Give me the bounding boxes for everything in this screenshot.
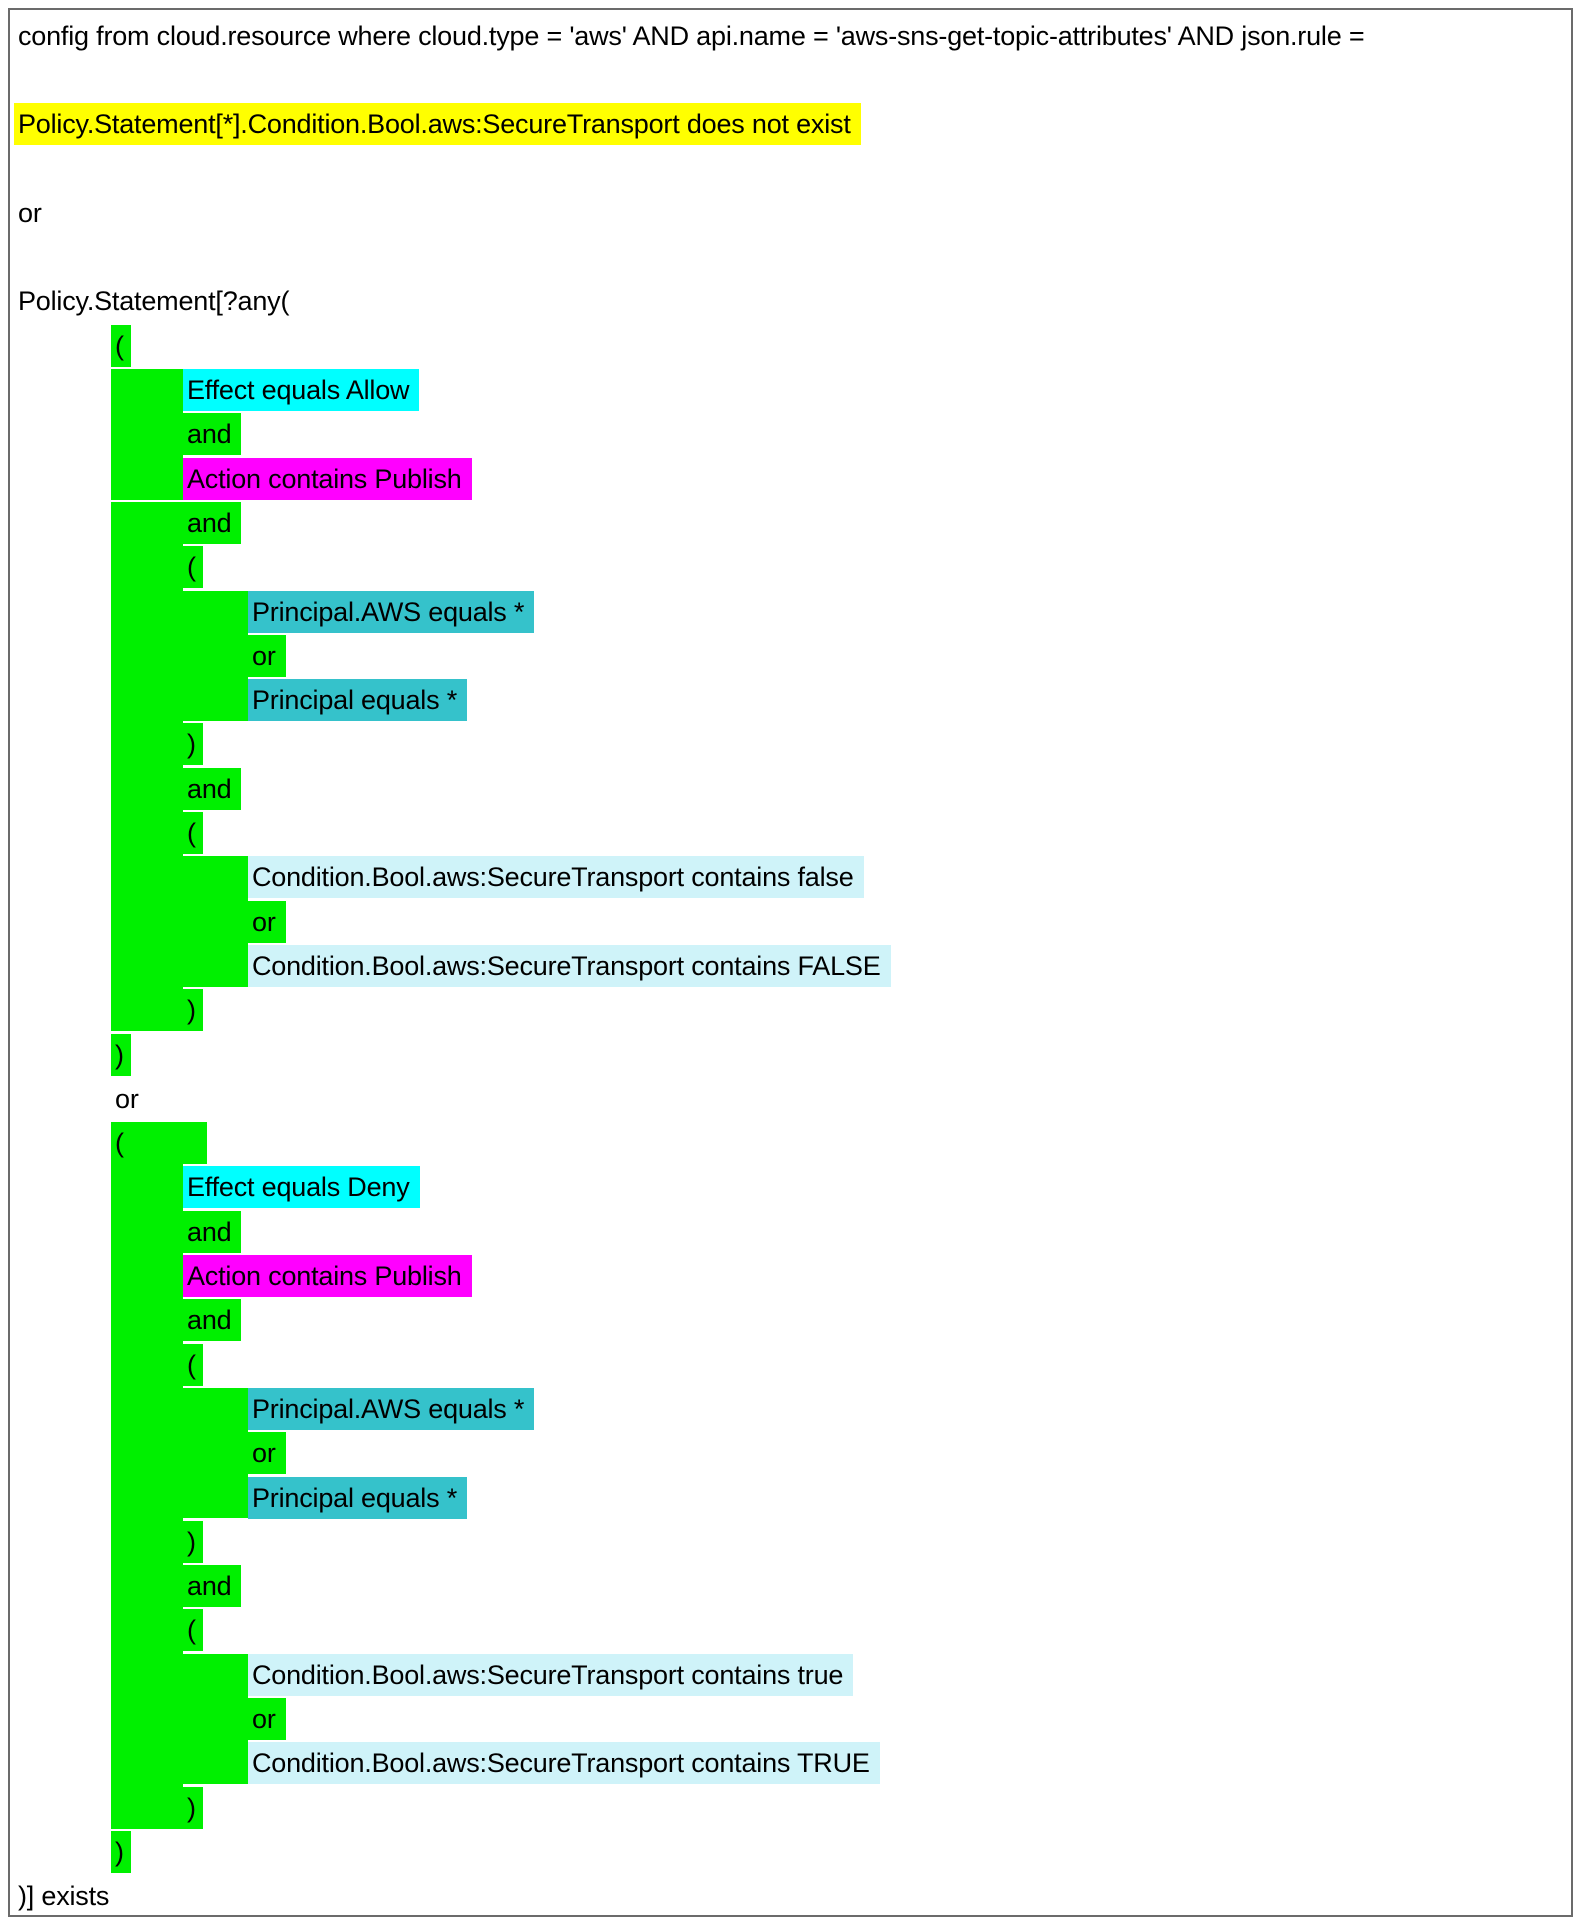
paren-cell-text: ) (183, 1520, 203, 1563)
condition-leaf-text: Effect equals Allow (183, 369, 420, 411)
group-connector-bar (183, 1653, 248, 1785)
group-connector-bar (183, 590, 248, 722)
paren-cell-text: ( (111, 324, 131, 367)
paren-cell-text: ) (111, 1033, 131, 1076)
condition-leaf: Action contains Publish (183, 1255, 472, 1297)
logic-operator-text: and (183, 1210, 242, 1253)
logic-operator: and (183, 1299, 242, 1342)
logic-operator-text: or (248, 900, 286, 943)
condition-leaf: Principal equals * (248, 679, 468, 722)
logic-operator: or (248, 1698, 286, 1740)
logic-operator: and (183, 501, 242, 544)
query-text-line-text: or (18, 197, 42, 228)
condition-leaf: Condition.Bool.aws:SecureTransport conta… (248, 856, 864, 899)
logic-operator: or (248, 900, 286, 943)
group-connector-bar (183, 1387, 248, 1519)
condition-leaf-text: Condition.Bool.aws:SecureTransport conta… (248, 1742, 880, 1785)
highlighted-clause: Policy.Statement[*].Condition.Bool.aws:S… (14, 103, 861, 146)
paren-cell-text: ( (183, 812, 203, 854)
logic-operator: and (183, 413, 242, 456)
logic-operator-text: and (183, 1565, 242, 1608)
paren-cell-text: ) (111, 1830, 131, 1873)
logic-operator: or (248, 1432, 286, 1475)
paren-cell-text: ( (111, 1122, 131, 1165)
query-text-line: or (14, 192, 52, 234)
condition-leaf-text: Principal equals * (248, 679, 468, 722)
paren-cell-text: ) (183, 723, 203, 766)
condition-leaf: Effect equals Allow (183, 369, 420, 411)
condition-leaf: Action contains Publish (183, 457, 472, 500)
query-text-line: or (111, 1078, 149, 1120)
logic-operator-text: and (183, 1299, 242, 1342)
logic-operator-text: and (183, 413, 242, 456)
condition-leaf-text: Action contains Publish (183, 1255, 472, 1297)
logic-operator-text: or (248, 1698, 286, 1740)
query-text-line-text: )] exists (18, 1881, 110, 1912)
condition-leaf: Condition.Bool.aws:SecureTransport conta… (248, 1653, 854, 1696)
logic-operator-text: and (183, 767, 242, 810)
condition-leaf-text: Principal equals * (248, 1476, 468, 1519)
rule-editor-panel: config from cloud.resource where cloud.t… (8, 8, 1573, 1917)
query-text-line-text: Policy.Statement[?any( (18, 286, 290, 317)
paren-cell: ( (183, 546, 203, 589)
logic-operator: or (248, 634, 286, 677)
paren-cell: ) (183, 723, 203, 766)
condition-leaf: Principal.AWS equals * (248, 590, 535, 633)
group-connector-bar (111, 369, 183, 500)
highlighted-clause-text: Policy.Statement[*].Condition.Bool.aws:S… (14, 103, 861, 146)
condition-leaf: Principal equals * (248, 1476, 468, 1519)
paren-cell-text: ( (183, 1609, 203, 1652)
logic-operator: and (183, 1210, 242, 1253)
condition-leaf-text: Condition.Bool.aws:SecureTransport conta… (248, 856, 864, 899)
logic-operator: and (183, 1565, 242, 1608)
logic-operator: and (183, 767, 242, 810)
query-text-line-text: config from cloud.resource where cloud.t… (18, 20, 1365, 51)
paren-cell: ( (183, 1343, 203, 1386)
paren-cell: ) (183, 989, 203, 1032)
condition-leaf-text: Condition.Bool.aws:SecureTransport conta… (248, 944, 891, 987)
condition-leaf: Principal.AWS equals * (248, 1387, 535, 1430)
paren-cell: ( (183, 1609, 203, 1652)
query-text-line: Policy.Statement[?any( (14, 280, 299, 322)
paren-cell: ( (111, 324, 131, 367)
condition-leaf-text: Condition.Bool.aws:SecureTransport conta… (248, 1653, 854, 1696)
paren-cell-text: ( (183, 1343, 203, 1386)
group-connector-bar (111, 501, 183, 1032)
logic-operator-text: and (183, 501, 242, 544)
condition-leaf-text: Action contains Publish (183, 457, 472, 500)
condition-leaf-text: Principal.AWS equals * (248, 590, 535, 633)
paren-cell: ) (183, 1786, 203, 1829)
logic-operator-text: or (248, 634, 286, 677)
paren-cell: ) (183, 1520, 203, 1563)
paren-cell: ) (111, 1033, 131, 1076)
paren-cell-text: ) (183, 989, 203, 1032)
paren-cell-text: ) (183, 1786, 203, 1829)
condition-leaf-text: Effect equals Deny (183, 1166, 420, 1209)
paren-cell: ( (111, 1122, 131, 1165)
paren-cell: ( (183, 812, 203, 854)
logic-operator-text: or (248, 1432, 286, 1475)
paren-cell-text: ( (183, 546, 203, 589)
query-text-line-text: or (115, 1083, 139, 1114)
group-connector-bar (111, 1122, 183, 1829)
query-text-line: config from cloud.resource where cloud.t… (14, 15, 1374, 57)
condition-leaf: Effect equals Deny (183, 1166, 420, 1209)
condition-leaf-text: Principal.AWS equals * (248, 1387, 535, 1430)
group-connector-bar (183, 856, 248, 987)
condition-leaf: Condition.Bool.aws:SecureTransport conta… (248, 1742, 880, 1785)
paren-cell: ) (111, 1830, 131, 1873)
condition-leaf: Condition.Bool.aws:SecureTransport conta… (248, 944, 891, 987)
query-text-line: )] exists (14, 1875, 119, 1915)
paren-cell-extension (183, 1122, 207, 1165)
